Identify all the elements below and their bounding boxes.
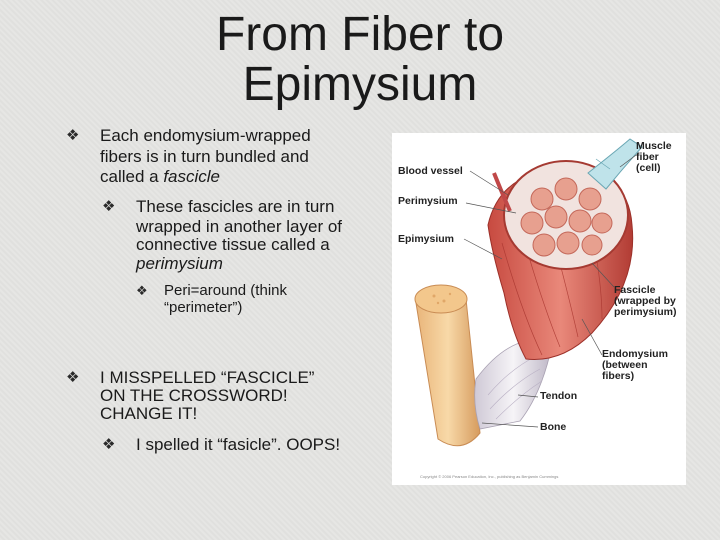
label-line: fiber — [636, 151, 659, 163]
bullet-icon: ❖ — [102, 198, 116, 215]
label-line: (wrapped by — [614, 295, 676, 307]
bullet-text: Each endomysium-wrapped — [100, 126, 311, 145]
bullet-text-line: wrapped in another layer of — [136, 218, 342, 235]
bullet-text: called a — [100, 167, 164, 186]
bullet-text-line: connective tissue called a — [136, 236, 330, 253]
bullet-text: CHANGE IT! — [100, 404, 198, 423]
bullet-text: “perimeter”) — [164, 299, 243, 316]
bullet-text: I MISSPELLED “FASCICLE” — [100, 368, 315, 387]
term-fascicle: fascicle — [163, 167, 221, 186]
title-line-1: From Fiber to — [215, 8, 505, 61]
muscle-anatomy-figure: Blood vessel Perimysium Epimysium Muscle… — [392, 133, 686, 485]
bullet-text-line: CHANGE IT! — [100, 405, 197, 422]
bullet-icon: ❖ — [102, 436, 116, 453]
label-bone: Bone — [540, 421, 567, 433]
label-endomysium: Endomysium (between fibers) — [602, 349, 668, 382]
bullet-text-line: fibers is in turn bundled and — [100, 148, 309, 165]
label-line: fibers) — [602, 370, 635, 382]
sub-sub-bullet-item: ❖ Peri=around (think — [136, 282, 287, 299]
title-line-2: Epimysium — [242, 58, 478, 111]
bullet-icon: ❖ — [66, 369, 80, 386]
bullet-icon: ❖ — [66, 127, 80, 144]
label-line: (cell) — [636, 162, 661, 174]
bullet-text: I spelled it “fasicle”. OOPS! — [136, 435, 341, 454]
bullet-item: ❖ I MISSPELLED “FASCICLE” — [66, 368, 315, 387]
label-perimysium: Perimysium — [398, 195, 458, 207]
bullet-text: wrapped in another layer of — [136, 217, 343, 236]
bullet-text: fibers is in turn bundled and — [100, 147, 309, 166]
label-line: Muscle — [636, 140, 672, 152]
label-line: Endomysium — [602, 348, 668, 360]
label-line: Fascicle — [614, 284, 656, 296]
bullet-text-line: ON THE CROSSWORD! — [100, 387, 288, 404]
label-line: perimysium) — [614, 306, 677, 318]
bullet-text-line: called a fascicle — [100, 168, 220, 185]
figure-copyright: Copyright © 2006 Pearson Education, Inc.… — [420, 474, 559, 479]
label-epimysium: Epimysium — [398, 233, 455, 245]
muscle-illustration — [414, 138, 643, 447]
term-perimysium: perimysium — [136, 254, 223, 273]
bullet-text: Peri=around (think — [164, 282, 287, 299]
sub-bullet-item: ❖ I spelled it “fasicle”. OOPS! — [102, 435, 341, 454]
sub-bullet-item: ❖ These fascicles are in turn — [102, 197, 335, 216]
bullet-icon: ❖ — [136, 283, 148, 298]
bullet-text-line: perimysium — [136, 255, 223, 272]
bullet-text: ON THE CROSSWORD! — [100, 386, 288, 405]
slide-title: From Fiber to Epimysium — [170, 10, 550, 110]
label-muscle-fiber: Muscle fiber (cell) — [636, 141, 672, 174]
bullet-text-line: “perimeter”) — [164, 300, 242, 316]
label-line: (between — [602, 359, 648, 371]
bullet-text: connective tissue called a — [136, 235, 330, 254]
label-blood-vessel: Blood vessel — [398, 165, 463, 177]
bullet-text: These fascicles are in turn — [136, 197, 335, 216]
label-fascicle: Fascicle (wrapped by perimysium) — [614, 285, 676, 318]
label-tendon: Tendon — [540, 390, 578, 402]
bullet-item: ❖ Each endomysium-wrapped — [66, 126, 311, 145]
